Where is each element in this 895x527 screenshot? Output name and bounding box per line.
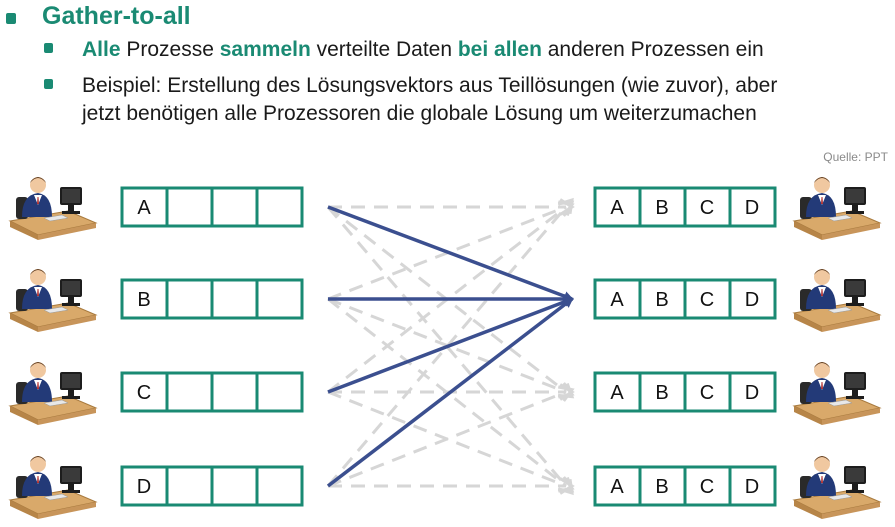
result-array-cell bbox=[638, 371, 687, 413]
source-array-cell-label: C bbox=[137, 382, 151, 404]
person-at-computer-icon bbox=[793, 455, 881, 520]
result-array-cell-label: B bbox=[655, 197, 668, 219]
result-array-cell-label: B bbox=[655, 476, 668, 498]
source-array-cell bbox=[210, 465, 259, 507]
source-array-cell bbox=[165, 186, 214, 228]
source-array-cell bbox=[120, 278, 169, 320]
right-arrays: A B C D A B C D A B C D A B C D bbox=[593, 186, 777, 507]
result-array-cell-label: C bbox=[700, 476, 714, 498]
result-array-cell bbox=[638, 278, 687, 320]
solid-arrow bbox=[327, 205, 574, 301]
result-array-cell-label: D bbox=[745, 382, 759, 404]
source-array-cell bbox=[210, 278, 259, 320]
dashed-arrow-head bbox=[558, 197, 574, 215]
title-bullet bbox=[6, 13, 16, 24]
person-at-computer-icon bbox=[9, 455, 97, 520]
result-array-cell-label: B bbox=[655, 382, 668, 404]
dashed-arrow bbox=[326, 206, 568, 487]
person-at-computer-icon bbox=[793, 176, 881, 241]
result-array-cell bbox=[593, 186, 642, 228]
left-arrays: A B C D bbox=[120, 186, 304, 507]
bullet-1-part: Alle bbox=[82, 38, 121, 61]
bullet-1-part: bei allen bbox=[457, 38, 542, 61]
result-array-cell bbox=[593, 465, 642, 507]
result-array-cell-label: A bbox=[610, 382, 624, 404]
source-array-cell bbox=[255, 371, 304, 413]
bullet-1-part: verteilte Daten bbox=[310, 38, 458, 61]
result-array-cell bbox=[728, 278, 777, 320]
result-array-cell bbox=[593, 371, 642, 413]
result-array-cell bbox=[728, 186, 777, 228]
bullet-2-line-1: Beispiel: Erstellung des Lösungsvektors … bbox=[82, 74, 778, 97]
result-array-cell bbox=[683, 371, 732, 413]
bullet-marker bbox=[44, 43, 53, 53]
dashed-arrow-head bbox=[557, 385, 575, 402]
source-array-cell bbox=[210, 371, 259, 413]
result-array-cell bbox=[683, 465, 732, 507]
result-array-cell-label: B bbox=[655, 289, 668, 311]
slide-title: Gather-to-all bbox=[42, 2, 191, 30]
source-array-cell bbox=[165, 371, 214, 413]
person-at-computer-icon bbox=[9, 176, 97, 241]
person-at-computer-icon bbox=[793, 361, 881, 426]
result-array-3: A B C D bbox=[593, 371, 777, 413]
person-at-computer-icon bbox=[9, 268, 97, 333]
solid-arrows bbox=[326, 205, 574, 488]
result-array-cell-label: A bbox=[610, 197, 624, 219]
source-array-2: B bbox=[120, 278, 304, 320]
result-array-cell-label: C bbox=[700, 382, 714, 404]
result-array-cell bbox=[638, 186, 687, 228]
result-array-cell-label: C bbox=[700, 289, 714, 311]
source-array-cell bbox=[210, 186, 259, 228]
result-array-cell-label: D bbox=[745, 476, 759, 498]
result-array-cell-label: D bbox=[745, 289, 759, 311]
bullet-1-part: anderen Prozessen ein bbox=[541, 38, 764, 61]
bullet-marker bbox=[44, 79, 53, 89]
result-array-cell-label: A bbox=[610, 476, 624, 498]
source-array-4: D bbox=[120, 465, 304, 507]
result-array-cell bbox=[683, 186, 732, 228]
result-array-cell bbox=[728, 465, 777, 507]
source-array-cell-label: A bbox=[137, 197, 151, 219]
person-at-computer-icon bbox=[793, 268, 881, 333]
bullet-1-text: Alle Prozesse sammeln verteilte Daten be… bbox=[82, 36, 764, 64]
source-array-cell bbox=[255, 465, 304, 507]
dashed-arrow bbox=[327, 390, 567, 488]
source-array-cell bbox=[255, 278, 304, 320]
result-array-cell-label: D bbox=[745, 197, 759, 219]
source-array-3: C bbox=[120, 371, 304, 413]
source-array-1: A bbox=[120, 186, 304, 228]
bullet-1-part: sammeln bbox=[219, 38, 311, 61]
solid-arrow bbox=[327, 297, 574, 394]
source-array-cell bbox=[165, 465, 214, 507]
bullet-1-part: Prozesse bbox=[120, 38, 220, 61]
result-array-1: A B C D bbox=[593, 186, 777, 228]
result-array-cell bbox=[593, 278, 642, 320]
result-array-cell-label: C bbox=[700, 197, 714, 219]
source-array-cell bbox=[120, 465, 169, 507]
result-array-cell bbox=[728, 371, 777, 413]
result-array-2: A B C D bbox=[593, 278, 777, 320]
source-array-cell-label: B bbox=[137, 289, 150, 311]
dashed-arrow-head bbox=[559, 477, 575, 495]
person-at-computer-icon bbox=[9, 361, 97, 426]
result-array-cell-label: A bbox=[610, 289, 624, 311]
source-array-cell bbox=[165, 278, 214, 320]
bullet-2-line-2: jetzt benötigen alle Prozessoren die glo… bbox=[82, 102, 757, 125]
source-note: Quelle: PPT bbox=[823, 150, 888, 164]
source-array-cell-label: D bbox=[137, 476, 151, 498]
result-array-4: A B C D bbox=[593, 465, 777, 507]
dashed-arrow bbox=[326, 206, 568, 487]
source-array-cell bbox=[255, 186, 304, 228]
solid-arrow bbox=[326, 297, 574, 488]
